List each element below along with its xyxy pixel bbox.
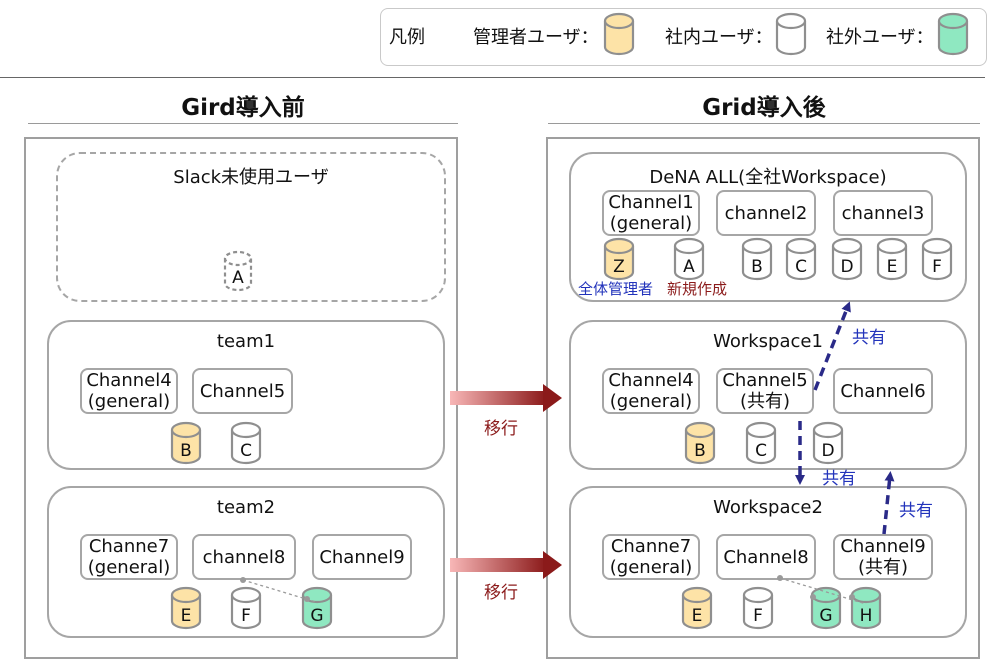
user-label: B (180, 441, 192, 461)
connector-channel8-before (240, 577, 317, 603)
share-label-3: 共有 (899, 501, 933, 521)
user-cylinder-icon: A (223, 250, 253, 292)
legend-admin-label: 管理者ユーザ： (473, 27, 599, 48)
user-label: G (819, 606, 832, 626)
user-label: E (692, 606, 703, 626)
user-label: A (683, 257, 695, 277)
user-label: A (232, 268, 244, 288)
team1-title: team1 (216, 331, 276, 352)
user-label: F (932, 257, 942, 277)
user-label: F (241, 606, 251, 626)
workspace2-title: Workspace2 (713, 497, 823, 518)
channel-card[interactable]: Channel9 (312, 534, 412, 580)
channel-card[interactable]: Channel5 (192, 368, 293, 414)
global-admin-caption: 全体管理者 (578, 280, 654, 298)
user-cylinder-icon: B (684, 421, 716, 465)
org-workspace-title: DeNA ALL(全社Workspace) (649, 167, 887, 188)
user-cylinder-icon: A (673, 237, 705, 281)
channel-card[interactable]: Channel8 (716, 534, 816, 580)
newly-created-caption: 新規作成 (667, 280, 728, 298)
user-cylinder-icon: B (741, 237, 773, 281)
migrate-label-1: 移行 (484, 419, 518, 439)
after-heading: Grid導入後 (702, 95, 826, 121)
channel-card[interactable]: channel3 (833, 190, 933, 236)
user-cylinder-icon: C (230, 421, 262, 465)
channel-card[interactable]: channel2 (716, 190, 816, 236)
user-label: C (795, 257, 807, 277)
user-cylinder-icon: E (681, 586, 713, 630)
user-cylinder-icon: G (301, 586, 333, 630)
user-label: C (240, 441, 252, 461)
channel-card[interactable]: channel8 (192, 534, 296, 580)
user-cylinder-icon: F (921, 237, 953, 281)
legend-external-cylinder-icon (937, 12, 969, 56)
user-cylinder-icon: B (170, 421, 202, 465)
slack-unused-title: Slack未使用ユーザ (173, 167, 329, 188)
user-label: D (840, 257, 853, 277)
user-label: C (755, 441, 767, 461)
user-label: E (887, 257, 898, 277)
migration-arrow-1 (450, 384, 562, 412)
header-divider (0, 77, 985, 78)
user-cylinder-icon: Z (603, 237, 635, 281)
user-label: E (181, 606, 192, 626)
user-label: H (860, 606, 873, 626)
channel-card[interactable]: Channel4 (general) (80, 368, 178, 414)
user-cylinder-icon: F (230, 586, 262, 630)
workspace1-title: Workspace1 (713, 331, 823, 352)
team2-title: team2 (216, 497, 276, 518)
share-label-2: 共有 (822, 469, 856, 489)
legend-internal-label: 社内ユーザ： (665, 27, 773, 48)
channel-card[interactable]: Channel6 (833, 368, 933, 414)
channel-card[interactable]: Channe7 (general) (602, 534, 700, 580)
user-cylinder-icon: F (742, 586, 774, 630)
channel-card[interactable]: Channel5 (共有) (716, 368, 814, 414)
user-cylinder-icon: H (850, 586, 882, 630)
user-label: B (751, 257, 763, 277)
migration-arrow-2 (450, 551, 562, 579)
legend: 凡例 管理者ユーザ： 社内ユーザ： 社外ユーザ： (380, 8, 987, 66)
user-cylinder-icon: E (876, 237, 908, 281)
user-cylinder-icon: C (785, 237, 817, 281)
share-arrow-channel9-up (882, 471, 895, 535)
connector-channel8-after (777, 575, 867, 605)
user-label: D (821, 441, 834, 461)
user-cylinder-icon: D (831, 237, 863, 281)
user-cylinder-icon: D (812, 421, 844, 465)
after-heading-underline (548, 123, 980, 124)
legend-title: 凡例 (389, 27, 425, 48)
migrate-label-2: 移行 (484, 583, 518, 603)
channel-card[interactable]: Channel4 (general) (602, 368, 700, 414)
user-cylinder-icon: E (170, 586, 202, 630)
share-label-1: 共有 (852, 328, 886, 348)
before-heading: Gird導入前 (181, 95, 305, 121)
user-label: Z (613, 257, 625, 277)
legend-admin-cylinder-icon (603, 12, 635, 56)
legend-external-label: 社外ユーザ： (826, 27, 934, 48)
share-arrow-channel5-to-org (813, 301, 851, 391)
user-cylinder-icon: C (745, 421, 777, 465)
user-cylinder-icon: G (810, 586, 842, 630)
legend-internal-cylinder-icon (775, 12, 807, 56)
user-label: F (753, 606, 763, 626)
channel-card[interactable]: Channe7 (general) (80, 534, 178, 580)
user-label: B (694, 441, 706, 461)
before-heading-underline (28, 123, 458, 124)
user-label: G (310, 606, 323, 626)
channel-card[interactable]: Channel9 (共有) (833, 534, 933, 580)
channel-card[interactable]: Channel1 (general) (602, 190, 700, 236)
